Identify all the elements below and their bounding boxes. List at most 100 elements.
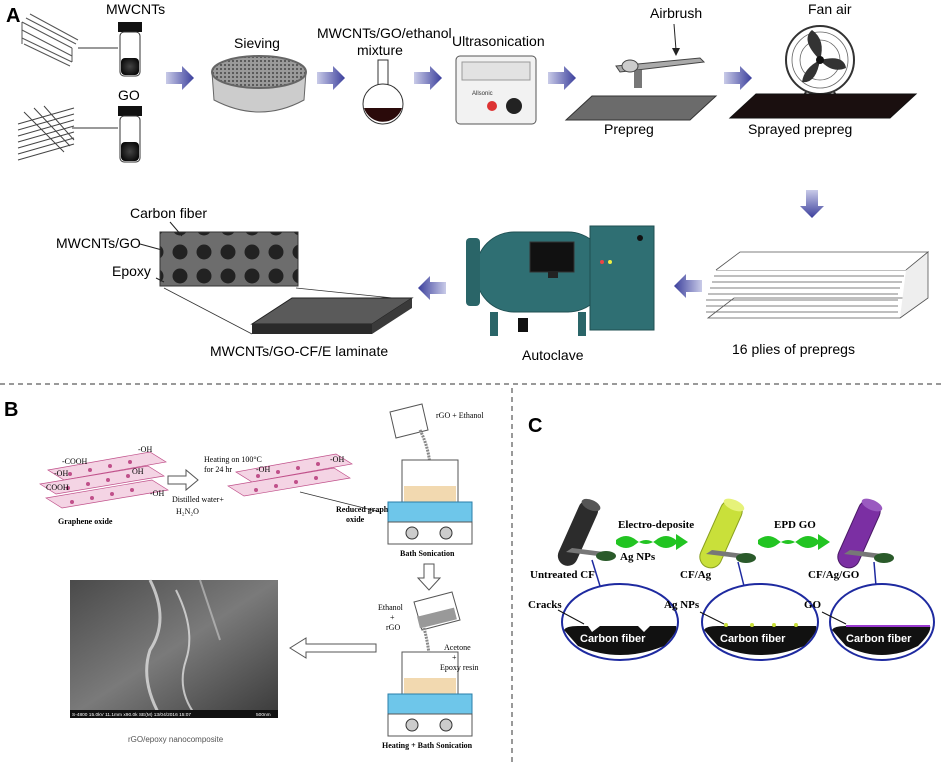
go-coated-fiber-icon [837, 498, 894, 569]
go-vial-icon [118, 106, 142, 163]
flow-arrow-4-icon [548, 66, 576, 90]
prepreg-label: Prepreg [604, 121, 654, 137]
autoclave-label: Autoclave [522, 347, 584, 363]
panel-b: B -COOH -OH -OH OH COOH -OH Graphene oxi… [4, 399, 484, 750]
ag-nps-label: Ag NPs [664, 599, 700, 611]
bath-sonication-label: Bath Sonication [400, 549, 455, 558]
ag-nps-top-label: Ag NPs [620, 551, 656, 563]
carbon-fiber-label-3: Carbon fiber [846, 633, 912, 645]
cf-ag-label: CF/Ag [680, 569, 712, 581]
sprayed-prepreg-label: Sprayed prepreg [748, 121, 852, 137]
sieving-label: Sieving [234, 35, 280, 51]
autoclave-icon [466, 225, 655, 336]
heating-label-line1: Heating on 100°C [204, 455, 262, 464]
electro-deposite-arrow-icon [616, 534, 688, 550]
cooh-label-1: -COOH [62, 457, 88, 466]
reduced-graphene-oxide-sheets-icon [227, 453, 353, 497]
zoom-circle-1: Carbon fiber [561, 583, 679, 661]
bath-sonicator-1-icon [387, 459, 473, 545]
flow-arrow-left-2-icon [418, 276, 446, 300]
go-label: GO [118, 87, 140, 103]
zoom-circle-2: Carbon fiber [701, 583, 819, 661]
laminate-label: MWCNTs/GO-CF/E laminate [210, 343, 388, 359]
fan-icon [785, 25, 855, 103]
untreated-cf-label: Untreated CF [530, 569, 595, 581]
flow-arrow-down-icon [800, 190, 824, 218]
oh-label-3: OH [132, 467, 144, 476]
process-arrow-3-icon [289, 637, 377, 659]
reduced-go-label-line1: Reduced graphene [336, 505, 400, 514]
ethanol-label: Ethanol [378, 603, 404, 612]
bath-sonicator-2-icon [387, 651, 473, 737]
acetone-label: Acetone [444, 643, 471, 652]
untreated-fiber-icon [557, 498, 616, 566]
laminate-plate-icon [250, 297, 414, 334]
plus-label-1: + [390, 613, 395, 622]
sem-scale-bar-label: 500nm [256, 712, 271, 718]
oh-label-4: -OH [150, 489, 164, 498]
panel-a: A MWCNTs GO Sieving [6, 1, 930, 363]
mwcnt-bundle-icon [21, 13, 79, 67]
plus-label-2: + [452, 653, 457, 662]
ag-coated-fiber-icon [699, 498, 756, 569]
flow-arrow-left-1-icon [674, 274, 702, 298]
flow-arrow-3-icon [414, 66, 442, 90]
cf-ag-go-label: CF/Ag/GO [808, 569, 860, 581]
plies-label: 16 plies of prepregs [732, 341, 855, 357]
epd-go-label: EPD GO [774, 519, 816, 531]
ultrasonicator-icon: Allsonic [455, 55, 537, 125]
zoom-circle-3: Carbon fiber [829, 583, 935, 661]
panel-a-letter: A [6, 5, 20, 27]
mixture-label-line2: mixture [357, 42, 403, 58]
process-arrow-2-icon [416, 563, 442, 591]
flow-arrow-5-icon [724, 66, 752, 90]
airbrush-label: Airbrush [650, 5, 702, 21]
reduced-go-label-line2: oxide [346, 515, 365, 524]
mixture-label-line1: MWCNTs/GO/ethanol [317, 25, 452, 41]
oh-label-6: -OH [256, 465, 270, 474]
hydrazine-label: H₂N₂O [176, 507, 199, 516]
go-label-c: GO [804, 599, 822, 611]
mwcnts-label: MWCNTs [106, 1, 165, 17]
cooh-label-2: COOH [46, 483, 69, 492]
heating-label-line2: for 24 hr [204, 465, 232, 474]
panel-c: C Untreated CF Electro-deposite Ag NPs C… [528, 415, 935, 661]
carbon-fiber-label: Carbon fiber [130, 205, 207, 221]
cracks-label: Cracks [528, 599, 562, 611]
oh-label-5: -OH [330, 455, 344, 464]
nanocomposite-label: rGO/epoxy nanocomposite [128, 735, 224, 744]
flask-icon [362, 59, 404, 125]
prepreg-sheet-icon [564, 95, 718, 121]
go-sheets-icon [17, 105, 75, 161]
pouring-beaker-1-icon [389, 403, 432, 471]
flow-arrow-1-icon [166, 66, 194, 90]
flow-arrow-2-icon [317, 66, 345, 90]
airbrush-icon [615, 57, 706, 88]
sem-info-bar: S-4800 15.0kV 11.1mm x90.0k SE(M) 13/04/… [72, 712, 191, 718]
rgo-ethanol-label: rGO + Ethanol [436, 411, 484, 420]
process-arrow-1-icon [167, 468, 199, 492]
sprayed-prepreg-sheet-icon [728, 93, 918, 119]
graphene-oxide-sheets-icon [39, 451, 169, 509]
rgo-label: rGO [386, 623, 400, 632]
sem-image: S-4800 15.0kV 11.1mm x90.0k SE(M) 13/04/… [70, 579, 278, 718]
laminate-cross-section-icon [159, 231, 299, 287]
heating-bath-label: Heating + Bath Sonication [382, 741, 473, 750]
electro-deposite-label: Electro-deposite [618, 519, 694, 531]
epoxy-resin-label: Epoxy resin [440, 663, 478, 672]
panel-c-letter: C [528, 415, 542, 437]
sieve-icon [211, 55, 307, 113]
graphene-oxide-label: Graphene oxide [58, 517, 113, 526]
carbon-fiber-label-2: Carbon fiber [720, 633, 786, 645]
mwcnts-vial-icon [118, 22, 142, 77]
plies-stack-icon [706, 251, 930, 319]
carbon-fiber-label-1: Carbon fiber [580, 633, 646, 645]
oh-label-1: -OH [138, 445, 152, 454]
ultrasonication-label: Ultrasonication [452, 33, 545, 49]
epd-go-arrow-icon [758, 534, 830, 550]
mwcnts-go-label: MWCNTs/GO [56, 235, 141, 251]
device-brand: Allsonic [472, 91, 493, 97]
panel-b-letter: B [4, 399, 18, 421]
distilled-water-label: Distilled water+ [172, 495, 224, 504]
